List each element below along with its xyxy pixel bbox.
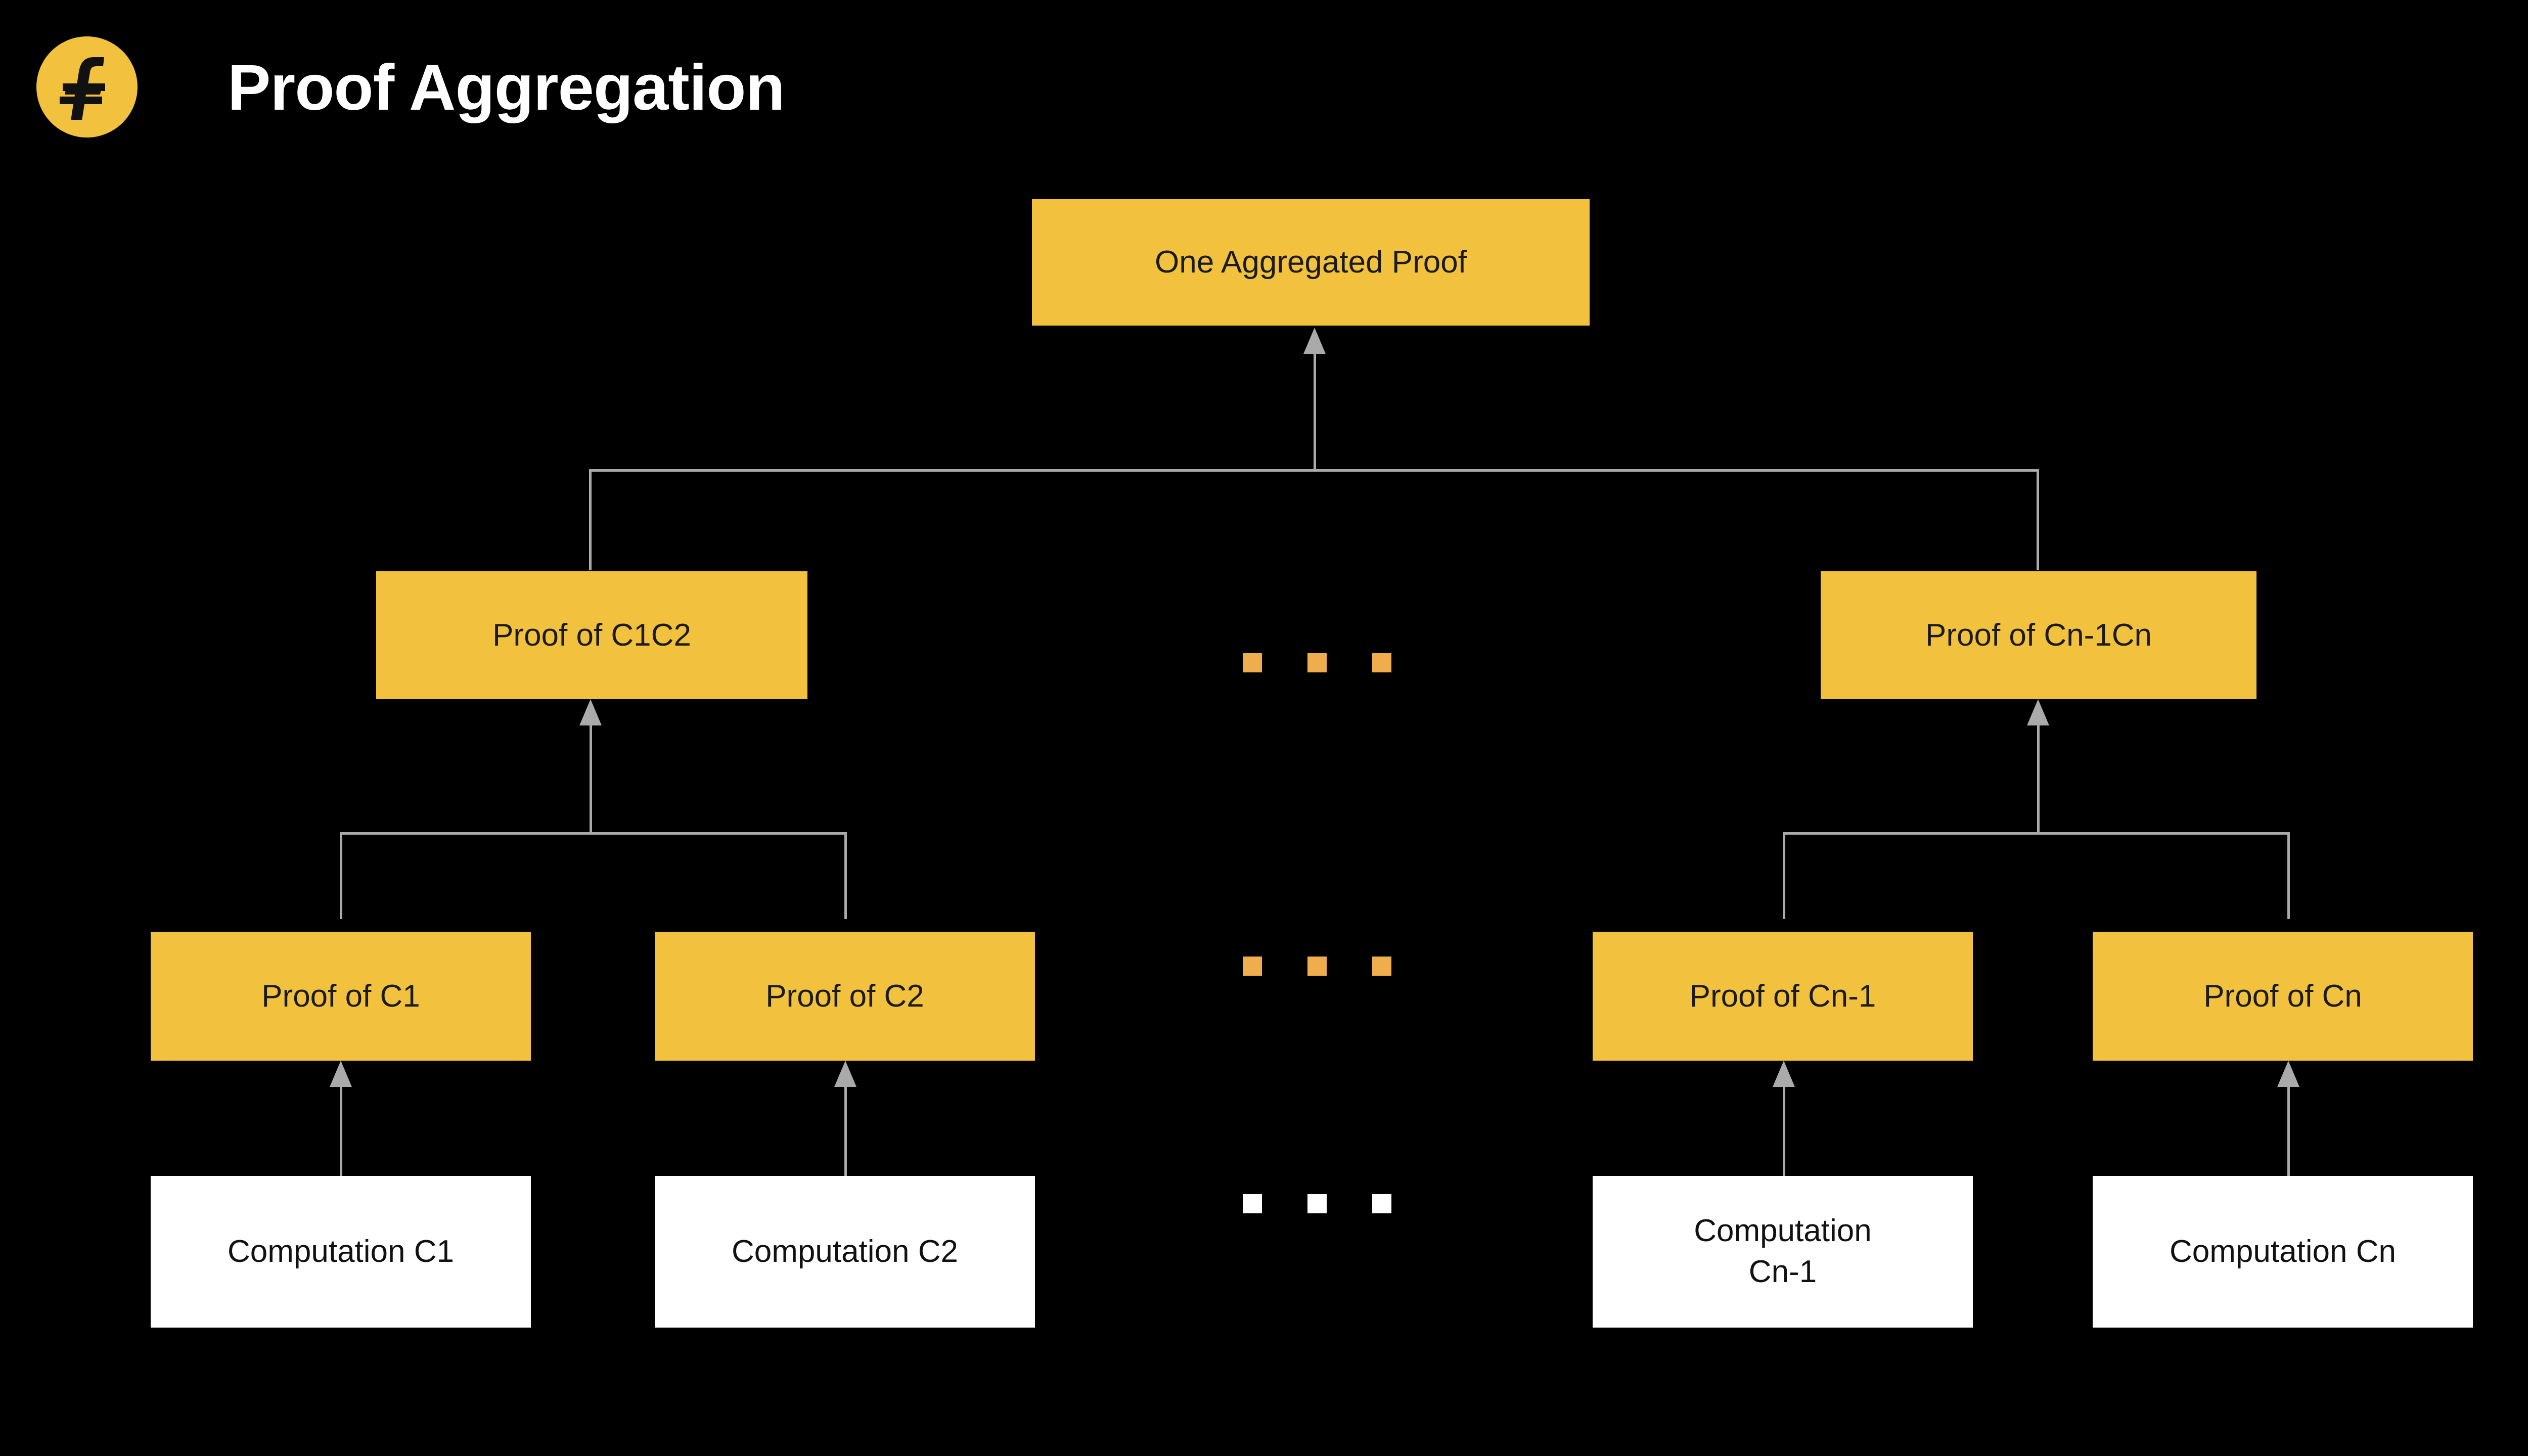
connector-right-pair-spine [1783,832,2290,835]
ellipsis-dot [1307,653,1327,672]
node-label: One Aggregated Proof [1154,245,1467,280]
node-proof-of-c1c2[interactable]: Proof of C1C2 [376,571,807,699]
connector-aggregate-right-stem [2037,724,2040,832]
page-header: Proof Aggregation [0,0,2528,167]
connector-aggregate-spine [589,469,2039,472]
arrow-computation-c1-to-proof [330,1061,352,1087]
node-computation-c1[interactable]: Computation C1 [151,1176,531,1328]
node-label: Computation Cn-1 [1694,1213,1872,1289]
arrow-to-aggregate-right [2027,699,2049,725]
node-label: Computation C1 [227,1234,455,1269]
filecoin-f-logo-icon [36,36,138,138]
node-label: Proof of C1 [261,978,420,1014]
ellipsis-dot [1372,957,1391,976]
connector-left-pair-drop-c1 [340,832,342,919]
node-label: Proof of Cn [2203,978,2362,1014]
node-label: Proof of C2 [765,978,924,1014]
connector-computation-cn1-stem [1783,1086,1785,1176]
node-computation-c2[interactable]: Computation C2 [655,1176,1035,1328]
arrow-computation-c2-to-proof [834,1061,856,1087]
node-label: Computation C2 [731,1234,959,1269]
page-title: Proof Aggregation [228,52,785,124]
ellipsis-dot [1307,957,1327,976]
connector-right-pair-drop-cn1 [1783,832,1785,919]
connector-aggregate-left-stem [590,724,592,832]
node-aggregated-proof[interactable]: One Aggregated Proof [1032,199,1590,326]
node-proof-of-cn[interactable]: Proof of Cn [2093,932,2473,1061]
node-computation-cn1[interactable]: Computation Cn-1 [1593,1176,1973,1328]
ellipsis-dot [1243,957,1262,976]
connector-left-pair-spine [340,832,847,835]
node-computation-cn[interactable]: Computation Cn [2093,1176,2473,1328]
node-label: Proof of Cn-1 [1689,978,1876,1014]
node-proof-of-c1[interactable]: Proof of C1 [151,932,531,1061]
node-label: Computation Cn [2169,1234,2397,1269]
connector-root-stem [1314,353,1316,470]
ellipsis-computation-level [1243,1194,1391,1213]
ellipsis-aggregate-level [1243,653,1391,672]
node-proof-of-c2[interactable]: Proof of C2 [655,932,1035,1061]
filecoin-f-glyph-icon [60,57,105,120]
ellipsis-dot [1372,1194,1391,1213]
node-proof-of-cn1cn[interactable]: Proof of Cn-1Cn [1821,571,2256,699]
ellipsis-dot [1243,653,1262,672]
ellipsis-dot [1307,1194,1327,1213]
ellipsis-dot [1243,1194,1262,1213]
node-label: Proof of Cn-1Cn [1925,617,2152,653]
arrow-computation-cn1-to-proof [1773,1061,1795,1087]
node-proof-of-cn1[interactable]: Proof of Cn-1 [1593,932,1973,1061]
connector-computation-cn-stem [2287,1086,2290,1176]
arrow-computation-cn-to-proof [2277,1061,2299,1087]
ellipsis-dot [1372,653,1391,672]
connector-right-pair-drop-cn [2287,832,2290,919]
connector-computation-c1-stem [340,1086,342,1176]
connector-left-pair-drop-c2 [844,832,847,919]
node-label: Proof of C1C2 [492,617,691,653]
arrow-to-root [1303,328,1326,354]
connector-aggregate-right-drop [2037,469,2039,570]
ellipsis-proof-level [1243,957,1391,976]
connector-aggregate-left-drop [589,469,592,570]
connector-computation-c2-stem [844,1086,847,1176]
arrow-to-aggregate-left [579,699,602,725]
